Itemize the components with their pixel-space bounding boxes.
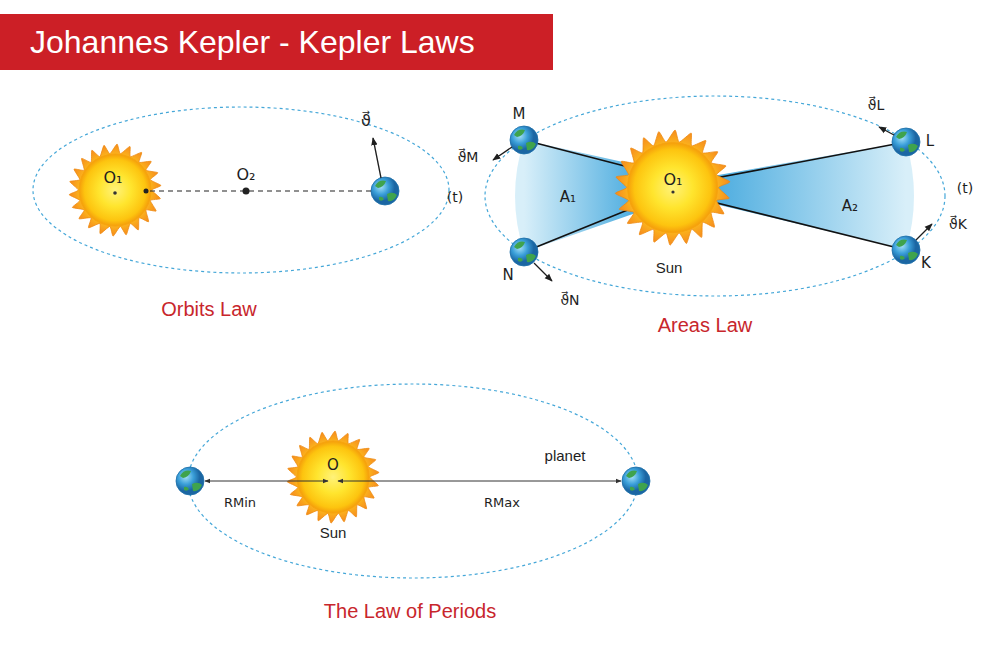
velocity-arrow — [879, 127, 894, 135]
focus-label: O₁ — [663, 170, 682, 189]
sun: OSun — [283, 427, 383, 527]
sun-body — [297, 441, 369, 513]
velocity-label: ϑ⃗K — [949, 216, 967, 233]
sun-body — [628, 143, 718, 233]
center-dot — [671, 190, 674, 193]
center-label: O₂ — [236, 165, 255, 184]
orbit-ellipse — [485, 96, 945, 296]
planet-land — [526, 142, 536, 150]
planet-land — [626, 471, 637, 478]
planet-land — [518, 258, 523, 262]
radius-line — [524, 140, 640, 170]
planet — [371, 177, 399, 205]
planet-land — [896, 240, 907, 247]
velocity-arrow — [916, 224, 932, 240]
planet-land — [375, 181, 386, 188]
distance-label: RMin — [224, 495, 256, 511]
point-label: L — [926, 132, 934, 150]
sun-shape — [283, 427, 383, 527]
velocity-label: ϑ⃗L — [868, 97, 884, 114]
orbit-ellipse — [33, 107, 449, 273]
planet-land — [387, 193, 397, 201]
planet-land — [526, 254, 536, 262]
planet-land — [180, 471, 191, 478]
orbit-ellipse — [188, 384, 638, 578]
planet-land — [514, 130, 525, 137]
time-label: (t) — [957, 180, 973, 197]
sun-label: Sun — [656, 259, 683, 277]
planet-land — [638, 483, 648, 491]
focus-dot — [144, 189, 149, 194]
area-label: A₁ — [560, 188, 576, 206]
planet — [510, 126, 538, 154]
planet-land — [184, 487, 189, 491]
planet-land — [630, 487, 635, 491]
planet-label: planet — [545, 447, 586, 465]
distance-arrow — [338, 481, 621, 482]
planet-land — [192, 483, 202, 491]
focus-axis — [150, 190, 371, 191]
center-dot — [243, 188, 250, 195]
velocity-label: ϑ⃗ — [361, 111, 371, 130]
planet-land — [514, 242, 525, 249]
focus-dot — [113, 191, 117, 195]
sun-rays — [616, 130, 731, 245]
planet-globe — [510, 238, 538, 266]
sun-label: Sun — [320, 524, 347, 542]
sun: O₁ — [65, 140, 165, 240]
planet-globe — [892, 236, 920, 264]
point-label: N — [502, 266, 513, 284]
radius-line — [705, 200, 906, 250]
planet-globe — [176, 467, 204, 495]
radius-line — [524, 205, 640, 252]
law-caption: Areas Law — [658, 313, 753, 337]
area-label: A₂ — [842, 197, 858, 215]
planet — [176, 467, 204, 495]
sun: O₁Sun — [611, 126, 734, 249]
planet — [892, 128, 920, 156]
distance-label: RMax — [484, 495, 520, 511]
planet-land — [518, 146, 523, 150]
sun-rays — [69, 144, 161, 236]
title-text: Johannes Kepler - Kepler Laws — [0, 14, 475, 70]
title-bar: Johannes Kepler - Kepler Laws — [0, 14, 553, 70]
velocity-arrow — [534, 263, 552, 281]
planet-land — [900, 256, 905, 260]
distance-arrow — [205, 481, 328, 482]
planet-land — [379, 197, 384, 201]
planet-globe — [622, 467, 650, 495]
velocity-arrow — [493, 147, 512, 160]
sun-rays — [287, 431, 379, 523]
law-caption: Orbits Law — [161, 297, 257, 321]
planet — [892, 236, 920, 264]
time-label: (t) — [447, 189, 463, 206]
planet-globe — [371, 177, 399, 205]
planet-globe — [892, 128, 920, 156]
focus-label: O₁ — [103, 168, 122, 187]
velocity-arrow — [373, 138, 381, 178]
law-caption: The Law of Periods — [324, 599, 496, 623]
sun-shape — [65, 140, 165, 240]
radius-line — [705, 142, 906, 180]
point-label: K — [921, 254, 931, 272]
velocity-label: ϑ⃗M — [458, 149, 479, 166]
focus-label: O — [327, 456, 339, 474]
point-label: M — [513, 105, 526, 123]
sun-body — [79, 154, 151, 226]
planet-globe — [510, 126, 538, 154]
planet-land — [900, 148, 905, 152]
planet — [622, 467, 650, 495]
velocity-label: ϑ⃗N — [560, 292, 579, 309]
planet-land — [908, 252, 918, 260]
planet-land — [908, 144, 918, 152]
planet — [510, 238, 538, 266]
planet-land — [896, 132, 907, 139]
